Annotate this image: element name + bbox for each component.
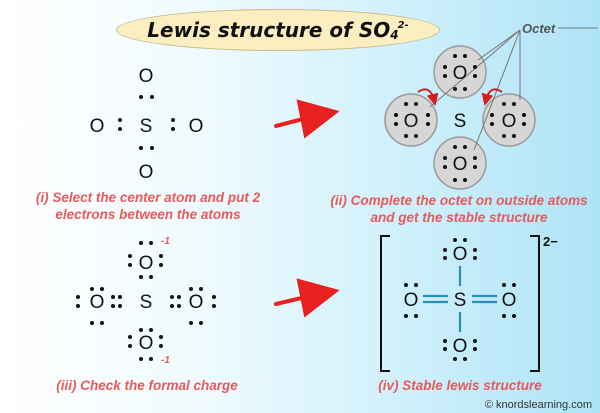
oxygen-bottom: O bbox=[139, 162, 154, 183]
octet-label: Octet bbox=[522, 21, 556, 36]
panel-step2-structure: Octet O O S O O bbox=[384, 21, 598, 190]
lone-pair-dots bbox=[394, 54, 526, 182]
lone-pair-dots bbox=[404, 238, 516, 361]
panel-step3-structure: O O S O O -1 -1 bbox=[76, 236, 216, 366]
caption-step4: (iv) Stable lewis structure bbox=[378, 378, 542, 393]
sulfur-center: S bbox=[140, 116, 153, 137]
title-superscript: 2- bbox=[397, 20, 409, 31]
oxygen-right: O bbox=[502, 111, 517, 132]
shared-electron-dots bbox=[118, 95, 175, 150]
title-main: Lewis structure of SO bbox=[147, 18, 391, 42]
caption-step1: (i) Select the center atom and put 2 ele… bbox=[35, 190, 261, 222]
oxygen-top: O bbox=[139, 66, 154, 87]
panel-step4-structure: 2− O O S O O bbox=[380, 234, 558, 372]
panel-step1-structure: O S O O O bbox=[90, 66, 204, 183]
left-bracket bbox=[380, 235, 390, 372]
oxygen-right: O bbox=[189, 116, 204, 137]
right-arrow-icon bbox=[274, 99, 340, 139]
oxygen-left: O bbox=[404, 111, 419, 132]
oxygen-right: O bbox=[189, 292, 204, 313]
oxygen-top: O bbox=[453, 244, 468, 265]
curved-arrow-icon bbox=[417, 88, 439, 106]
oxygen-bottom: O bbox=[453, 336, 468, 357]
bond-lines bbox=[423, 266, 497, 332]
oxygen-bottom: O bbox=[139, 333, 154, 354]
oxygen-right: O bbox=[502, 290, 517, 311]
formal-charge-top: -1 bbox=[161, 236, 170, 247]
ion-charge: 2− bbox=[543, 234, 558, 249]
sulfur-center: S bbox=[454, 111, 467, 132]
oxygen-left: O bbox=[90, 116, 105, 137]
right-bracket bbox=[530, 235, 540, 372]
title-banner: Lewis structure of SO42- bbox=[116, 9, 440, 51]
formal-charge-bottom: -1 bbox=[161, 355, 170, 366]
sulfur-center: S bbox=[140, 292, 153, 313]
sulfur-center: S bbox=[454, 290, 467, 311]
watermark: © knordslearning.com bbox=[484, 399, 592, 411]
right-arrow-icon bbox=[274, 278, 340, 318]
caption-step3: (iii) Check the formal charge bbox=[56, 378, 238, 393]
oxygen-left: O bbox=[90, 292, 105, 313]
oxygen-top: O bbox=[139, 253, 154, 274]
lone-pair-dots bbox=[76, 241, 216, 361]
caption-step2: (ii) Complete the octet on outside atoms… bbox=[330, 193, 588, 225]
curved-arrow-icon bbox=[481, 88, 503, 106]
title-subscript: 4 bbox=[390, 28, 399, 42]
page-title: Lewis structure of SO42- bbox=[147, 18, 408, 42]
oxygen-left: O bbox=[404, 290, 419, 311]
octet-circles bbox=[384, 45, 536, 190]
oxygen-top: O bbox=[453, 63, 468, 84]
oxygen-bottom: O bbox=[453, 154, 468, 175]
